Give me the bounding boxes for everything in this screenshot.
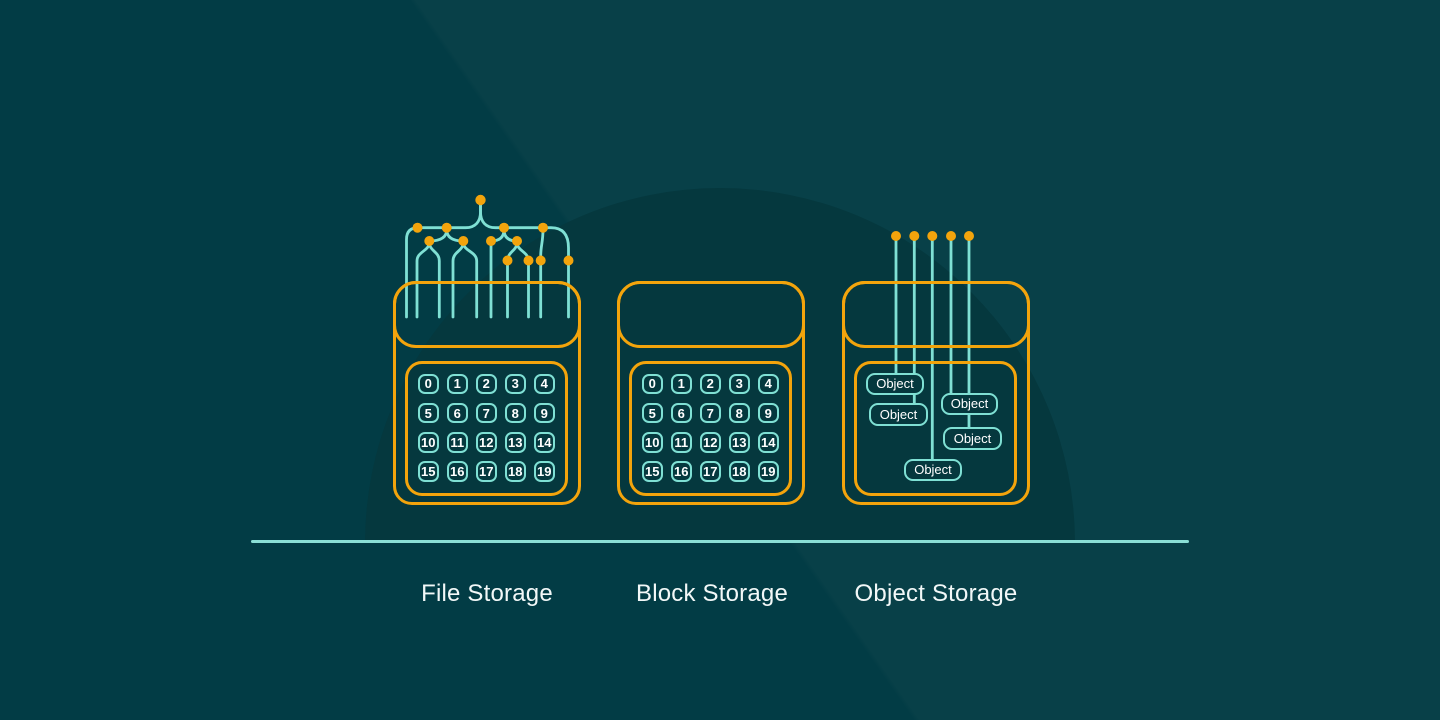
object-box: Object xyxy=(941,392,998,415)
block-cell: 5 xyxy=(417,402,439,424)
block-cell: 15 xyxy=(417,461,439,482)
block-cell: 5 xyxy=(641,402,663,424)
block-cell: 9 xyxy=(757,402,779,424)
block-cell: 1 xyxy=(446,373,468,394)
block-cell: 7 xyxy=(699,402,721,424)
block-cell: 7 xyxy=(475,402,497,424)
block-cell: 13 xyxy=(728,432,750,453)
block-cell: 0 xyxy=(417,373,439,394)
block-cell: 2 xyxy=(699,373,721,394)
block-cell: 6 xyxy=(670,402,692,424)
object-box: Object xyxy=(869,403,928,426)
block-cell: 14 xyxy=(533,432,555,453)
block-cell: 17 xyxy=(699,461,721,482)
block-cell: 15 xyxy=(641,461,663,482)
file-storage-label: File Storage xyxy=(421,580,553,607)
block-cell: 6 xyxy=(446,402,468,424)
file-storage-lid xyxy=(393,281,581,348)
block-storage-lid xyxy=(617,281,805,348)
block-cell: 8 xyxy=(728,402,750,424)
block-cell: 0 xyxy=(641,373,663,394)
block-cell: 4 xyxy=(757,373,779,394)
block-cell: 3 xyxy=(728,373,750,394)
block-cell: 2 xyxy=(475,373,497,394)
block-storage-label: Block Storage xyxy=(635,580,788,607)
block-cell: 18 xyxy=(728,461,750,482)
block-cell: 18 xyxy=(504,461,526,482)
block-cell: 16 xyxy=(446,461,468,482)
block-cell: 12 xyxy=(699,432,721,453)
object-storage-lid xyxy=(842,281,1030,348)
block-cell: 10 xyxy=(417,432,439,453)
block-cell: 4 xyxy=(533,373,555,394)
block-cell: 12 xyxy=(475,432,497,453)
block-cell: 9 xyxy=(533,402,555,424)
block-cell: 3 xyxy=(504,373,526,394)
object-storage-label: Object Storage xyxy=(854,580,1018,607)
block-cell: 8 xyxy=(504,402,526,424)
block-cell: 17 xyxy=(475,461,497,482)
block-cell: 19 xyxy=(757,461,779,482)
object-storage-object-panel xyxy=(854,361,1017,496)
block-cell: 14 xyxy=(757,432,779,453)
object-box: Object xyxy=(904,458,962,481)
block-cell: 1 xyxy=(670,373,692,394)
block-cell: 19 xyxy=(533,461,555,482)
object-box: Object xyxy=(866,372,924,395)
block-cell: 10 xyxy=(641,432,663,453)
block-cell: 11 xyxy=(670,432,692,453)
block-cell: 13 xyxy=(504,432,526,453)
object-box: Object xyxy=(943,427,1002,450)
baseline-divider xyxy=(251,540,1189,543)
block-cell: 11 xyxy=(446,432,468,453)
block-cell: 16 xyxy=(670,461,692,482)
